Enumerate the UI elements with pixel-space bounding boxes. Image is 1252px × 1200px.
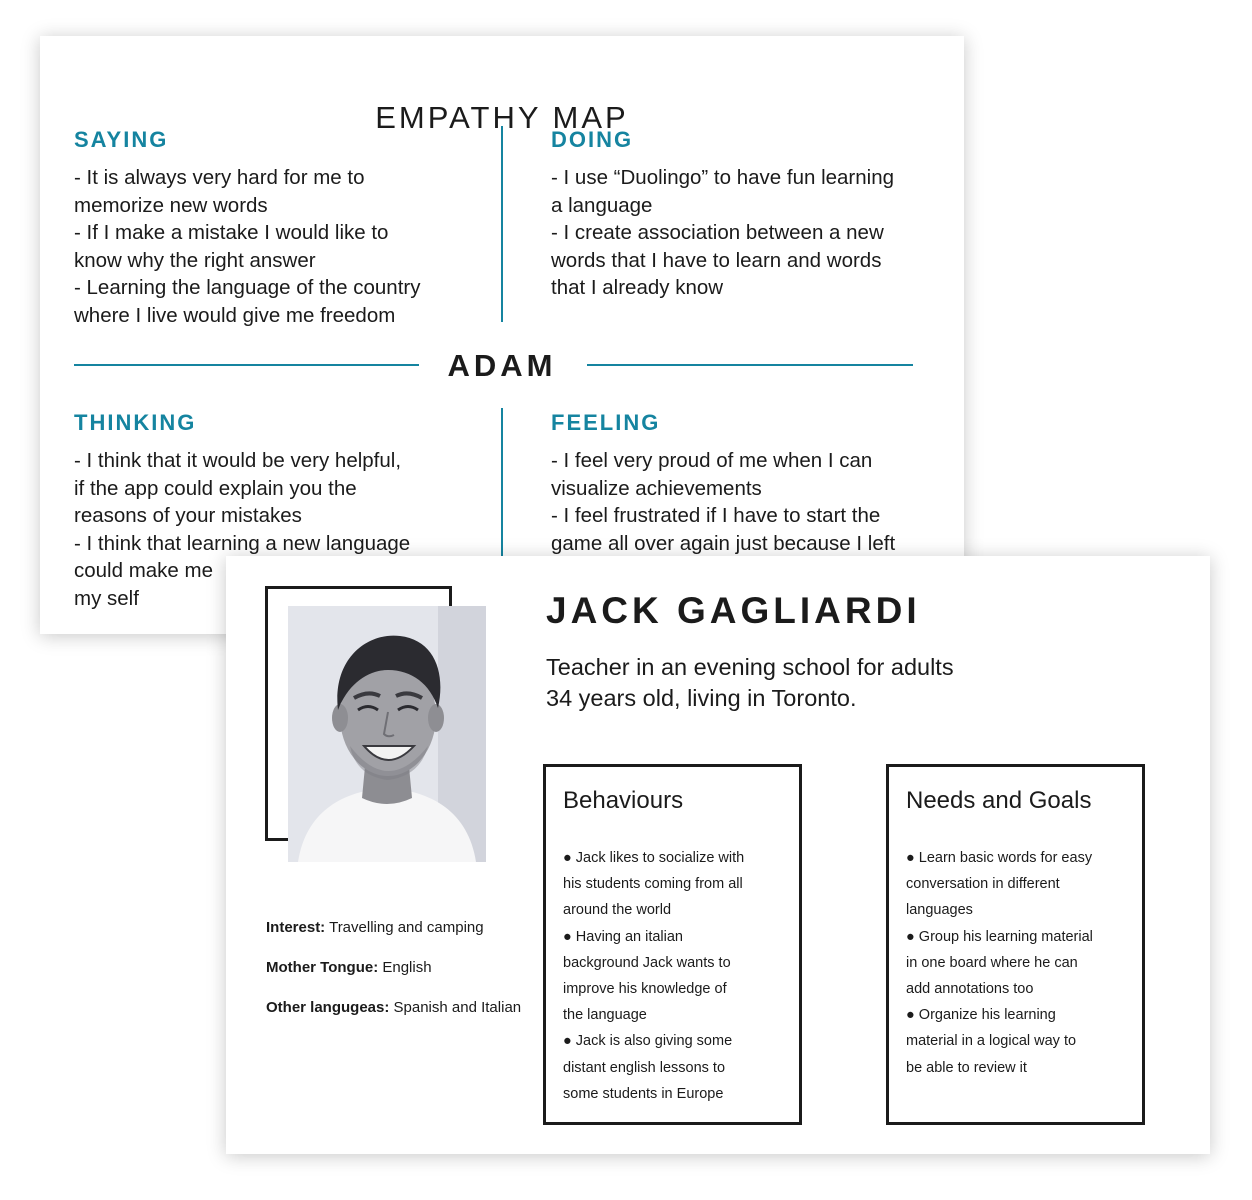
feeling-heading: FEELING xyxy=(551,410,661,435)
fact-value: English xyxy=(378,959,432,976)
behaviours-line: around the world xyxy=(563,902,672,919)
needs-goals-line: be able to review it xyxy=(906,1059,1027,1076)
behaviours-line: the language xyxy=(563,1007,647,1024)
doing-line: that I already know xyxy=(551,276,724,299)
thinking-line: reasons of your mistakes xyxy=(74,504,302,527)
portrait-illustration xyxy=(288,606,486,862)
persona-name: JACK GAGLIARDI xyxy=(546,590,921,631)
behaviours-box: Behaviours ● Jack likes to socialize wit… xyxy=(543,764,802,1125)
horizontal-divider-right xyxy=(587,364,913,366)
saying-line: know why the right answer xyxy=(74,248,316,272)
fact-value: Travelling and camping xyxy=(325,919,484,936)
saying-line: - It is always very hard for me to xyxy=(74,166,365,189)
feeling-text: - I feel very proud of me when I can vis… xyxy=(551,447,895,557)
persona-description-line: Teacher in an evening school for adults xyxy=(546,654,954,680)
fact-other-languages: Other langugeas: Spanish and Italian xyxy=(266,994,521,1034)
saying-heading: SAYING xyxy=(74,127,169,152)
empathy-map-card: EMPATHY MAP SAYING - It is always very h… xyxy=(40,36,964,634)
saying-text: - It is always very hard for me to memor… xyxy=(74,164,420,329)
behaviours-line: ● Jack is also giving some xyxy=(563,1033,733,1050)
fact-label: Mother Tongue: xyxy=(266,959,379,976)
behaviours-line: his students coming from all xyxy=(563,876,743,893)
doing-quadrant: DOING - I use “Duolingo” to have fun lea… xyxy=(551,126,894,302)
behaviours-line: ● Having an italian xyxy=(563,928,683,945)
persona-description-line: 34 years old, living in Toronto. xyxy=(546,685,857,711)
thinking-text: - I think that it would be very helpful,… xyxy=(74,447,410,612)
doing-text: - I use “Duolingo” to have fun learning … xyxy=(551,164,894,302)
thinking-heading: THINKING xyxy=(74,410,197,435)
behaviours-line: ● Jack likes to socialize with xyxy=(563,850,745,866)
vertical-divider-bottom xyxy=(501,408,503,628)
fact-label: Other langugeas: xyxy=(266,999,390,1016)
thinking-quadrant: THINKING - I think that it would be very… xyxy=(74,409,410,612)
doing-line: words that I have to learn and words xyxy=(551,248,882,272)
thinking-line: - I think that it would be very helpful, xyxy=(74,449,402,472)
behaviours-title: Behaviours xyxy=(563,787,684,814)
feeling-line: - I feel frustrated if I have to start t… xyxy=(551,504,881,527)
behaviours-list: ● Jack likes to socialize with his stude… xyxy=(563,845,744,1107)
doing-line: - I create association between a new xyxy=(551,221,884,244)
thinking-line: my self xyxy=(74,586,139,610)
saying-line: - If I make a mistake I would like to xyxy=(74,221,389,244)
needs-goals-line: languages xyxy=(906,902,973,919)
persona-center-label: ADAM xyxy=(447,348,557,383)
saying-quadrant: SAYING - It is always very hard for me t… xyxy=(74,126,420,329)
needs-goals-line: ● Organize his learning xyxy=(906,1007,1056,1024)
fact-interest: Interest: Travelling and camping xyxy=(266,914,521,954)
horizontal-divider-left xyxy=(74,364,419,366)
behaviours-line: some students in Europe xyxy=(563,1085,724,1102)
saying-line: memorize new words xyxy=(74,193,268,217)
needs-goals-title: Needs and Goals xyxy=(906,787,1092,814)
fact-value: Spanish and Italian xyxy=(389,999,522,1016)
doing-line: a language xyxy=(551,193,653,217)
feeling-quadrant: FEELING - I feel very proud of me when I… xyxy=(551,409,895,557)
thinking-line: could make me xyxy=(74,559,214,582)
needs-goals-line: conversation in different xyxy=(906,876,1060,893)
persona-photo xyxy=(288,606,486,862)
saying-line: - Learning the language of the country xyxy=(74,276,421,299)
needs-goals-line: add annotations too xyxy=(906,981,1034,998)
doing-heading: DOING xyxy=(551,127,634,152)
vertical-divider-top xyxy=(501,126,503,322)
persona-description: Teacher in an evening school for adults … xyxy=(546,652,954,714)
persona-card: JACK GAGLIARDI Teacher in an evening sch… xyxy=(226,556,1210,1154)
doing-line: - I use “Duolingo” to have fun learning xyxy=(551,166,895,189)
needs-goals-line: material in a logical way to xyxy=(906,1033,1077,1050)
feeling-line: - I feel very proud of me when I can xyxy=(551,449,873,472)
feeling-line: visualize achievements xyxy=(551,476,762,500)
behaviours-line: background Jack wants to xyxy=(563,954,731,971)
needs-goals-box: Needs and Goals ● Learn basic words for … xyxy=(886,764,1145,1125)
behaviours-line: distant english lessons to xyxy=(563,1059,726,1076)
fact-mother-tongue: Mother Tongue: English xyxy=(266,954,521,994)
thinking-line: - I think that learning a new language xyxy=(74,531,411,555)
behaviours-line: improve his knowledge of xyxy=(563,981,727,998)
needs-goals-line: ● Learn basic words for easy xyxy=(906,850,1093,866)
empathy-map-title: EMPATHY MAP xyxy=(375,100,629,135)
feeling-line: game all over again just because I left xyxy=(551,531,896,555)
fact-label: Interest: xyxy=(266,919,326,936)
needs-goals-line: ● Group his learning material xyxy=(906,928,1093,945)
persona-facts: Interest: Travelling and camping Mother … xyxy=(266,914,521,1034)
saying-line: where I live would give me freedom xyxy=(74,303,396,327)
needs-goals-line: in one board where he can xyxy=(906,954,1078,971)
needs-goals-list: ● Learn basic words for easy conversatio… xyxy=(906,845,1093,1081)
thinking-line: if the app could explain you the xyxy=(74,476,357,500)
